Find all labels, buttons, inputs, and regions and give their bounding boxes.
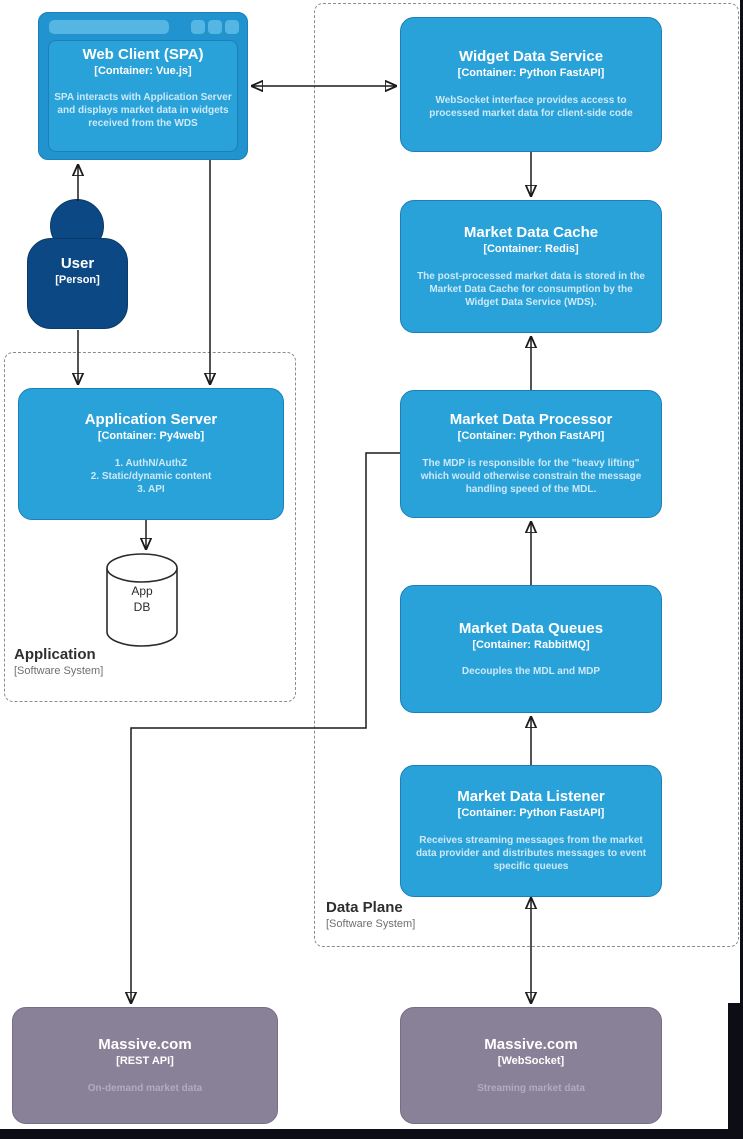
boundary-subtitle: [Software System] — [14, 665, 104, 678]
node-subtitle: [Container: Python FastAPI] — [457, 430, 605, 443]
window-edge-corner — [728, 1003, 743, 1139]
node-subtitle: [REST API] — [116, 1055, 174, 1068]
widget-data-service-node: Widget Data Service [Container: Python F… — [400, 17, 662, 152]
node-description: On-demand market data — [87, 1082, 203, 1094]
node-title: Market Data Processor — [449, 411, 613, 429]
node-subtitle: [Container: Vue.js] — [94, 65, 192, 77]
browser-button-icon — [225, 20, 239, 34]
node-title: Widget Data Service — [458, 48, 604, 66]
node-description: WebSocket interface provides access to p… — [429, 95, 633, 120]
node-subtitle: [Container: Py4web] — [97, 430, 205, 443]
window-edge-right — [740, 0, 743, 1139]
web-client-panel: Web Client (SPA) [Container: Vue.js] SPA… — [48, 40, 238, 152]
browser-button-icon — [191, 20, 205, 34]
node-subtitle: [WebSocket] — [497, 1055, 565, 1068]
node-subtitle: [Container: RabbitMQ] — [472, 638, 590, 651]
browser-button-icon — [208, 20, 222, 34]
node-description: The MDP is responsible for the "heavy li… — [420, 458, 642, 496]
boundary-title: Data Plane — [326, 899, 403, 916]
node-description: Streaming market data — [477, 1082, 585, 1094]
massive-websocket-node: Massive.com [WebSocket] Streaming market… — [400, 1007, 662, 1124]
node-title: Web Client (SPA) — [82, 46, 204, 63]
node-title: Market Data Queues — [458, 619, 604, 637]
web-client-node: Web Client (SPA) [Container: Vue.js] SPA… — [38, 12, 248, 160]
node-title: Market Data Listener — [457, 788, 605, 806]
node-description: The post-processed market data is stored… — [417, 270, 645, 308]
window-edge-bottom — [0, 1129, 743, 1139]
boundary-title: Application — [14, 646, 96, 663]
market-data-processor-node: Market Data Processor [Container: Python… — [400, 390, 662, 518]
app-db-label: App DB — [131, 584, 153, 614]
user-node: User [Person] — [27, 238, 128, 329]
node-title: Application Server — [84, 411, 218, 429]
node-subtitle: [Container: Python FastAPI] — [457, 807, 605, 820]
node-title: Market Data Cache — [463, 223, 599, 241]
market-data-listener-node: Market Data Listener [Container: Python … — [400, 765, 662, 897]
node-subtitle: [Person] — [55, 274, 100, 286]
node-description: 1. AuthN/AuthZ 2. Static/dynamic content… — [90, 458, 212, 496]
browser-tab-icon — [49, 20, 169, 34]
market-data-cache-node: Market Data Cache [Container: Redis] The… — [400, 200, 662, 333]
node-description: Decouples the MDL and MDP — [461, 666, 601, 678]
node-description: SPA interacts with Application Server an… — [54, 91, 232, 130]
node-title: Massive.com — [98, 1036, 192, 1054]
node-title: User — [60, 255, 95, 272]
node-subtitle: [Container: Redis] — [483, 242, 579, 255]
boundary-label-application: Application [Software System] — [14, 646, 103, 678]
application-server-node: Application Server [Container: Py4web] 1… — [18, 388, 284, 520]
node-title: Massive.com — [484, 1036, 578, 1054]
boundary-label-data-plane: Data Plane [Software System] — [326, 899, 415, 931]
boundary-subtitle: [Software System] — [326, 918, 416, 931]
node-subtitle: [Container: Python FastAPI] — [457, 67, 605, 80]
market-data-queues-node: Market Data Queues [Container: RabbitMQ]… — [400, 585, 662, 713]
massive-rest-api-node: Massive.com [REST API] On-demand market … — [12, 1007, 278, 1124]
node-description: Receives streaming messages from the mar… — [415, 835, 647, 873]
